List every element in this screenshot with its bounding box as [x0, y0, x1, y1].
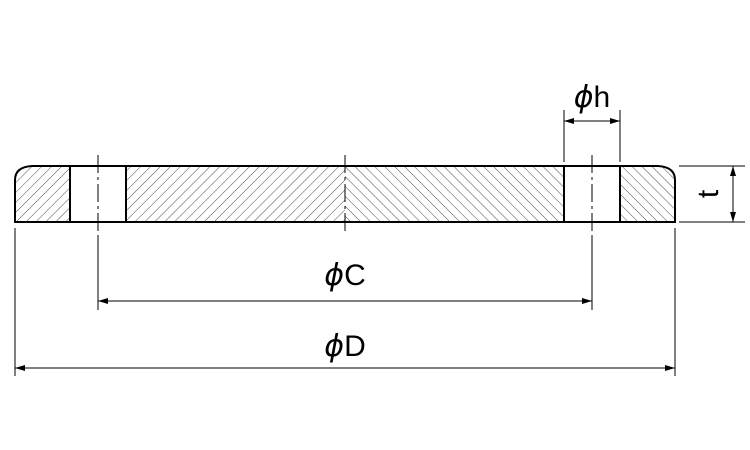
h-label: ϕh: [574, 80, 610, 115]
section-hatching: [15, 166, 675, 222]
extension-lines: [14, 110, 745, 376]
c-label: ϕC: [324, 258, 365, 293]
center-lines: [97, 155, 593, 235]
center-right-section: [345, 166, 564, 222]
dimension-lines: [15, 118, 736, 371]
right-end-section: [620, 166, 675, 222]
dimension-labels: ϕh t ϕC ϕD: [324, 80, 725, 364]
d-label: ϕD: [324, 329, 365, 364]
flange-outline: [14, 165, 676, 223]
left-end-section: [15, 166, 70, 222]
center-left-section: [126, 166, 345, 222]
outer-profile: [14, 165, 676, 223]
t-label: t: [692, 189, 725, 198]
